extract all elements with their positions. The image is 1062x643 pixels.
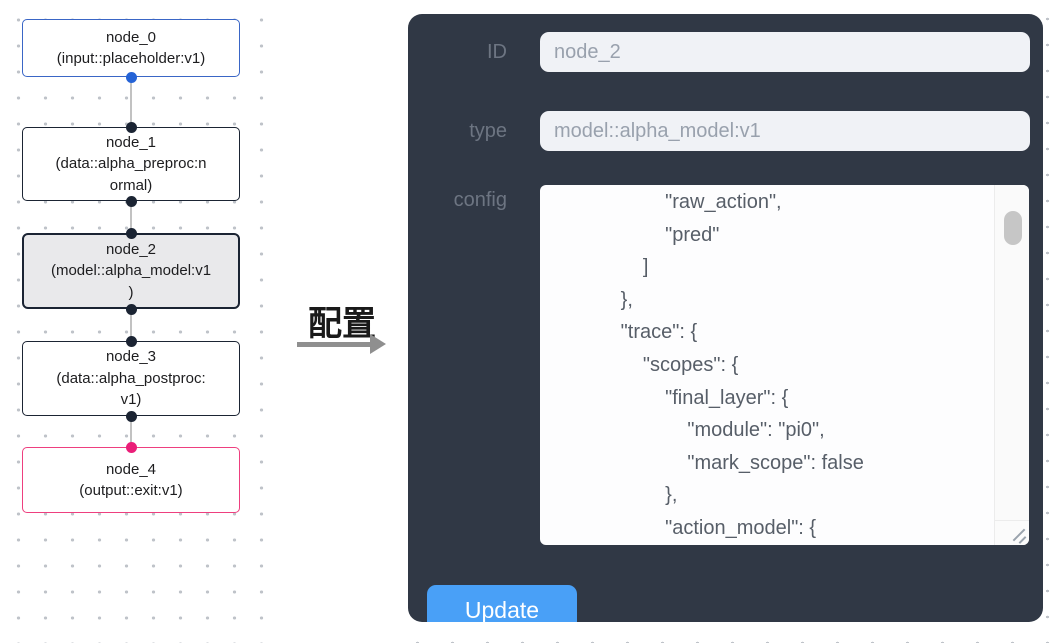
update-button[interactable]: Update [427, 585, 577, 622]
id-field-label: ID [487, 41, 507, 63]
type-field-label: type [469, 120, 507, 142]
graph-node-3[interactable]: node_3 (data::alpha_postproc: v1) [22, 341, 240, 416]
port-node2-in[interactable] [125, 227, 137, 239]
port-node4-in[interactable] [125, 441, 137, 453]
right-arrow-head-icon [370, 334, 386, 354]
port-node3-in[interactable] [125, 335, 137, 347]
port-node1-in[interactable] [125, 121, 137, 133]
type-input[interactable] [540, 111, 1030, 151]
config-field-label: config [453, 189, 507, 211]
edge-node1-node2 [130, 201, 132, 233]
transfer-label: 配置 [308, 305, 376, 343]
graph-node-0[interactable]: node_0 (input::placeholder:v1) [22, 19, 240, 77]
flow-canvas[interactable]: node_0 (input::placeholder:v1) node_1 (d… [0, 0, 278, 643]
graph-node-4[interactable]: node_4 (output::exit:v1) [22, 447, 240, 513]
node-config-panel: ID type config "raw_action", "pred" ] },… [408, 14, 1043, 622]
port-node0-out[interactable] [125, 71, 137, 83]
right-arrow-icon [297, 342, 370, 347]
config-scrollbar-track[interactable] [994, 185, 1029, 521]
graph-node-2-selected[interactable]: node_2 (model::alpha_model:v1 ) [22, 233, 240, 309]
edge-node3-node4 [130, 416, 132, 447]
edge-node0-node1 [130, 77, 132, 127]
config-textarea[interactable]: "raw_action", "pred" ] }, "trace": { "sc… [540, 185, 1029, 545]
textarea-resize-handle-icon[interactable] [994, 520, 1029, 545]
graph-node-1[interactable]: node_1 (data::alpha_preproc:n ormal) [22, 127, 240, 201]
edge-node2-node3 [130, 309, 132, 341]
port-node2-out[interactable] [125, 303, 137, 315]
port-node1-out[interactable] [125, 195, 137, 207]
id-input[interactable] [540, 32, 1030, 72]
config-scrollbar-thumb[interactable] [1004, 211, 1022, 245]
config-json-text: "raw_action", "pred" ] }, "trace": { "sc… [620, 191, 864, 539]
port-node3-out[interactable] [125, 410, 137, 422]
